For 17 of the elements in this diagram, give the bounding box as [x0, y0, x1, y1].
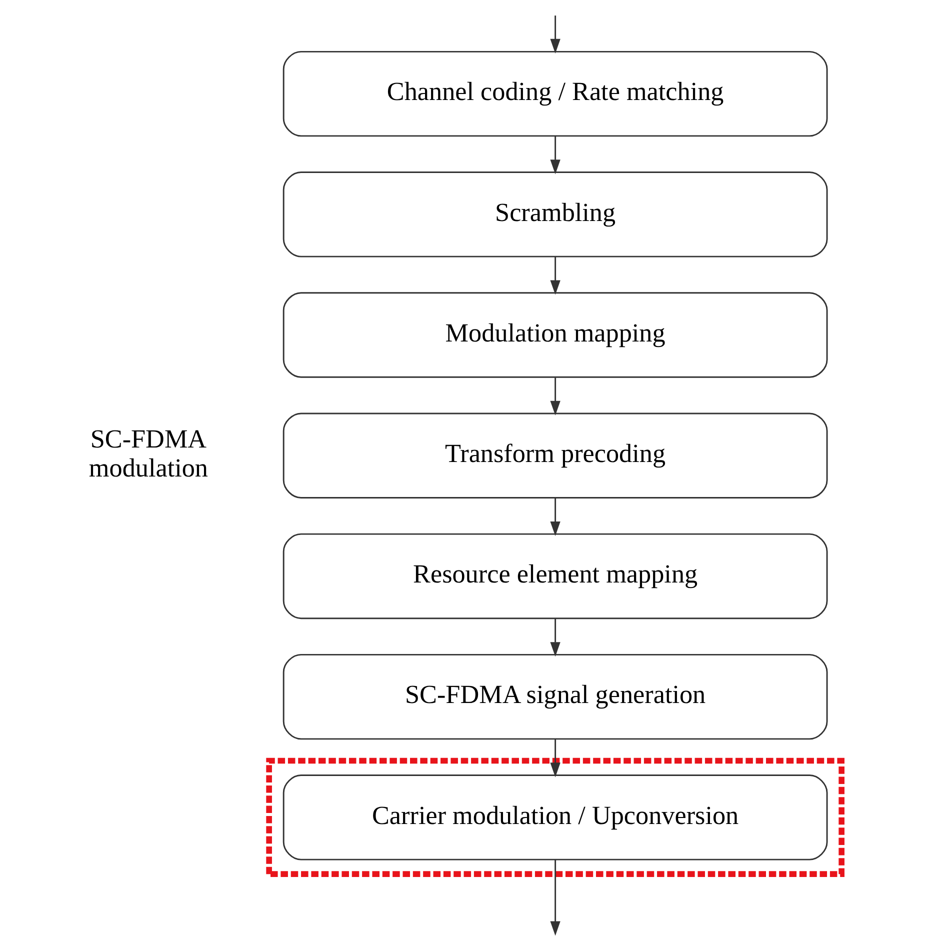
arrow [550, 16, 560, 54]
arrow [550, 618, 560, 657]
arrow [550, 136, 560, 174]
arrow [550, 378, 560, 416]
node-box: SC-FDMA signal generation [282, 654, 828, 740]
node-box: Transform precoding [282, 412, 828, 498]
arrow [550, 860, 560, 936]
cluster [266, 758, 844, 877]
node-box: Resource element mapping [282, 533, 828, 620]
node-box: Modulation mapping [282, 292, 828, 378]
label: SC-FDMA modulation [88, 424, 208, 483]
node-box: Channel coding / Rate matching [282, 50, 828, 137]
arrow [550, 498, 560, 536]
node-box: Carrier modulation / Upconversion [282, 774, 828, 860]
node-box: Scrambling [282, 172, 828, 258]
arrow [550, 257, 560, 295]
arrow [550, 739, 560, 778]
